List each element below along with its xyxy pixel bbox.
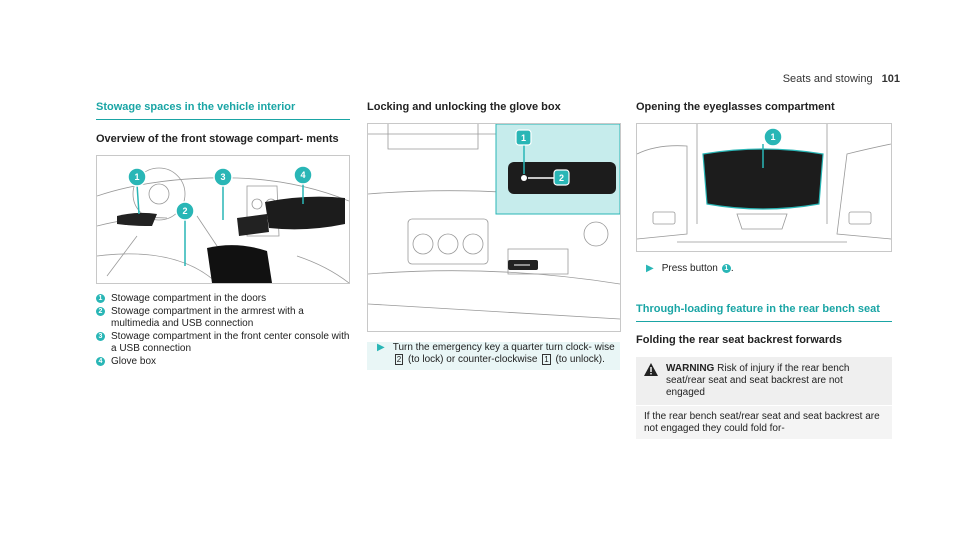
legend-number: 1 — [96, 294, 105, 303]
figure-badge-1: 1 — [770, 132, 775, 142]
page-number: 101 — [881, 73, 900, 85]
step-number: 1 — [721, 264, 731, 273]
figure-badge-1: 1 — [134, 172, 139, 182]
running-head: Seats and stowing — [782, 73, 873, 85]
step-arrow-icon: ▶ — [377, 342, 385, 353]
warning-body: If the rear bench seat/rear seat and sea… — [636, 405, 892, 439]
step-text-part: (to unlock). — [555, 354, 605, 365]
warning-triangle-icon — [644, 363, 658, 376]
step-text-part: Turn the emergency key a quarter turn cl… — [392, 342, 615, 353]
figure-eyeglasses: 1 — [636, 123, 892, 252]
subheading-eyeglasses: Opening the eyeglasses compartment — [636, 101, 835, 113]
legend-text: Stowage compartment in the armrest with … — [111, 306, 304, 329]
figure-badge-1: 1 — [521, 133, 526, 143]
column-stowage-overview: Stowage spaces in the vehicle interior O… — [96, 101, 350, 369]
column-glove-box: Locking and unlocking the glove box — [367, 101, 621, 370]
figure-front-stowage: 1 2 3 4 — [96, 155, 350, 284]
glove-box-illustration: 1 2 — [368, 124, 620, 320]
legend-item: 1 Stowage compartment in the doors — [96, 293, 350, 305]
legend-list: 1 Stowage compartment in the doors 2 Sto… — [96, 293, 350, 368]
legend-number: 2 — [96, 307, 105, 316]
section-title-stowage: Stowage spaces in the vehicle interior — [96, 101, 350, 120]
page-header: Seats and stowing 101 — [783, 73, 900, 85]
eyeglasses-illustration: 1 — [637, 124, 891, 243]
legend-item: 4 Glove box — [96, 356, 350, 368]
figure-badge-3: 3 — [220, 172, 225, 182]
legend-text: Glove box — [111, 356, 157, 367]
warning-text: WARNING Risk of injury if the rear bench… — [666, 363, 884, 399]
legend-item: 2 Stowage compartment in the armrest wit… — [96, 306, 350, 330]
step-arrow-icon: ▶ — [646, 263, 654, 274]
figure-badge-4: 4 — [300, 170, 305, 180]
legend-text: Stowage compartment in the doors — [111, 293, 267, 304]
warning-label: WARNING — [666, 363, 715, 374]
instruction-step: ▶ Turn the emergency key a quarter turn … — [367, 342, 620, 370]
section-title-through-loading: Through-loading feature in the rear benc… — [636, 303, 892, 322]
legend-number: 4 — [96, 357, 105, 366]
figure-badge-2: 2 — [182, 206, 187, 216]
subheading-glove-box: Locking and unlocking the glove box — [367, 101, 561, 113]
warning-title: Risk of injury if the rear bench seat/re… — [666, 363, 850, 398]
dashboard-illustration: 1 2 3 4 — [97, 165, 349, 283]
key-symbol: 2 — [394, 354, 404, 365]
subheading-front-stowage: Overview of the front stowage compart- m… — [96, 133, 339, 145]
step-text: Press button — [661, 263, 718, 274]
warning-header: WARNING Risk of injury if the rear bench… — [636, 357, 892, 405]
column-eyeglasses: Opening the eyeglasses compartment 1 ▶ — [636, 101, 892, 439]
figure-glove-box: 1 2 — [367, 123, 621, 332]
subheading-folding: Folding the rear seat backrest forwards — [636, 334, 843, 346]
step-text: Turn the emergency key a quarter turn cl… — [393, 342, 620, 366]
legend-item: 3 Stowage compartment in the front cente… — [96, 331, 350, 355]
figure-badge-2: 2 — [559, 173, 564, 183]
step-text-part: (to lock) or counter-clockwise — [407, 354, 538, 365]
legend-number: 3 — [96, 332, 105, 341]
step-end: . — [730, 263, 734, 274]
warning-box: WARNING Risk of injury if the rear bench… — [636, 357, 892, 439]
key-symbol: 1 — [542, 354, 551, 365]
legend-text: Stowage compartment in the front center … — [111, 331, 350, 354]
instruction-step: ▶ Press button 1 . — [636, 263, 892, 275]
